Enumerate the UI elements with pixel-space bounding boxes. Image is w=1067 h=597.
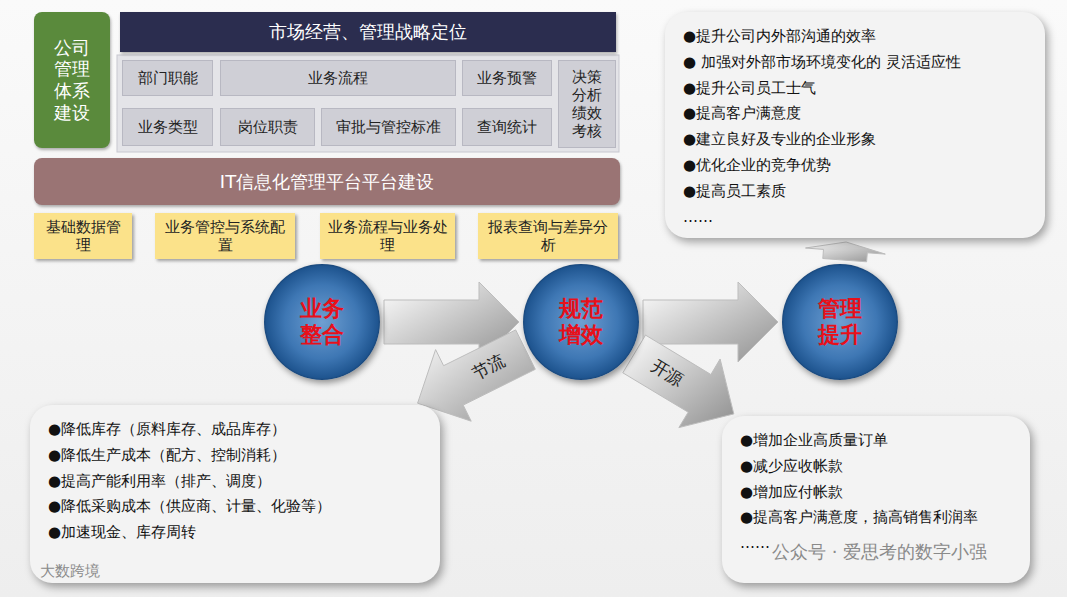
process-box: 审批与管控标准 <box>321 108 456 146</box>
node-text: …… <box>740 531 770 557</box>
node-text: ●加速现金、库存周转 <box>48 520 196 546</box>
callout-box: ●提升公司内外部沟通的效率● 加强对外部市场环境变化的 灵活适应性●提升公司员工… <box>665 12 1045 238</box>
node-text: 决策分析绩效考核 <box>572 68 602 140</box>
process-box: 查询统计 <box>462 108 552 146</box>
stage-circle: 规范增效 <box>523 264 639 380</box>
group-box: 公司管理体系建设 <box>34 12 110 148</box>
watermark: 大数跨境 <box>40 562 100 581</box>
callout-box: ●降低库存（原料库存、成品库存）●降低生产成本（配方、控制消耗）●提高产能利用率… <box>30 405 440 583</box>
flow-arrow <box>418 330 536 421</box>
flow-arrow <box>806 242 886 262</box>
node-text: ●建立良好及专业的企业形象 <box>683 127 876 153</box>
watermark: 公众号 · 爱思考的数字小强 <box>772 540 987 564</box>
node-text: ●增加企业高质量订单 <box>740 428 888 454</box>
node-text: ●提升公司员工士气 <box>683 76 816 102</box>
stage-circle: 管理提升 <box>782 264 898 380</box>
node-text: 岗位职责 <box>238 118 298 137</box>
node-text: ●提高员工素质 <box>683 179 786 205</box>
band: IT信息化管理平台平台建设 <box>34 158 620 205</box>
node-text: 管理提升 <box>816 296 864 349</box>
node-text: ●降低采购成本（供应商、计量、化验等） <box>48 494 331 520</box>
node-text: 基础数据管理 <box>40 218 126 254</box>
process-box: 决策分析绩效考核 <box>558 60 616 148</box>
stage-circle: 业务整合 <box>264 264 380 380</box>
node-text: 报表查询与差异分析 <box>484 218 612 254</box>
node-text: ●提升公司内外部沟通的效率 <box>683 24 876 50</box>
node-text: ●提高客户满意度，搞高销售利润率 <box>740 505 978 531</box>
node-text: 审批与管控标准 <box>336 118 441 137</box>
node-text: ●降低生产成本（配方、控制消耗） <box>48 443 286 469</box>
node-text: IT信息化管理平台平台建设 <box>220 170 434 194</box>
node-text: ●降低库存（原料库存、成品库存） <box>48 417 286 443</box>
node-text: ●提高客户满意度 <box>683 101 801 127</box>
process-box: 业务流程 <box>220 60 456 96</box>
process-box: 部门职能 <box>122 60 213 96</box>
band: 市场经营、管理战略定位 <box>120 12 616 52</box>
node-text: 查询统计 <box>477 118 537 137</box>
node-text: 公司管理体系建设 <box>54 37 90 123</box>
node-text: 业务流程与业务处理 <box>326 218 449 254</box>
grey-panel <box>117 55 619 152</box>
node-text: 业务预警 <box>477 69 537 88</box>
node-text: 业务管控与系统配置 <box>161 218 289 254</box>
flow-arrow <box>623 335 734 428</box>
node-text: 规范增效 <box>557 296 605 349</box>
process-box: 岗位职责 <box>220 108 315 146</box>
node-text: ●减少应收帐款 <box>740 454 843 480</box>
node-text: 市场经营、管理战略定位 <box>269 20 467 44</box>
node-text: …… <box>683 205 713 231</box>
process-box: 业务类型 <box>122 108 213 146</box>
process-box: 基础数据管理 <box>34 213 132 259</box>
node-text: 业务流程 <box>308 69 368 88</box>
process-box: 业务流程与业务处理 <box>320 213 455 259</box>
node-text: ●提高产能利用率（排产、调度） <box>48 469 271 495</box>
node-text: ●优化企业的竞争优势 <box>683 153 831 179</box>
process-box: 报表查询与差异分析 <box>478 213 618 259</box>
node-text: 部门职能 <box>138 69 198 88</box>
process-box: 业务预警 <box>462 60 552 96</box>
process-box: 业务管控与系统配置 <box>155 213 295 259</box>
node-text: 业务类型 <box>138 118 198 137</box>
node-text: 业务整合 <box>298 296 346 349</box>
node-text: ●增加应付帐款 <box>740 480 843 506</box>
node-text: ● 加强对外部市场环境变化的 灵活适应性 <box>683 50 961 76</box>
